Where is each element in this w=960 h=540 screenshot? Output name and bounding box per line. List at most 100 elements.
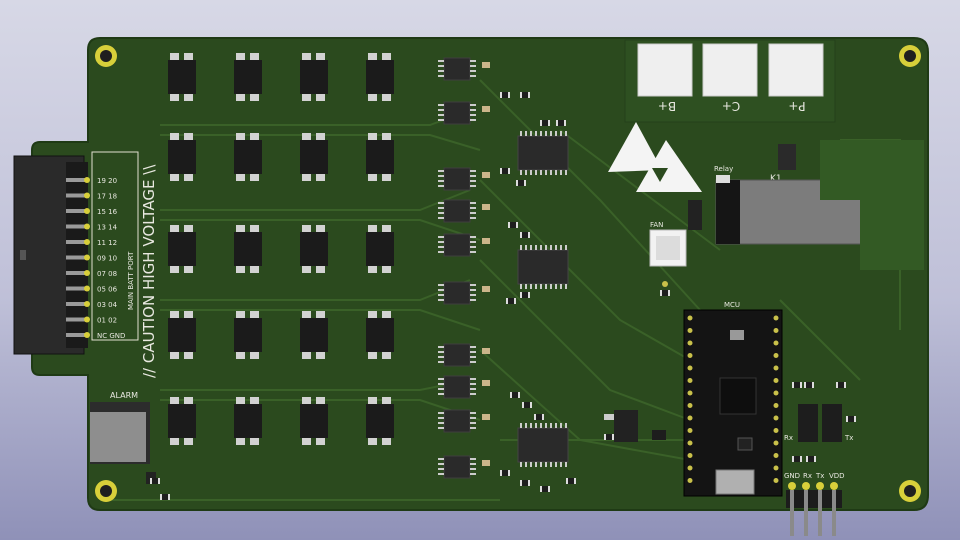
company-logo [608,122,702,192]
connector-pad [84,285,90,292]
large-ic [517,131,569,175]
main-battery-connector [13,155,88,355]
connector-pad [84,254,90,261]
optocoupler [300,53,328,101]
optocoupler [366,225,394,273]
smd-part [566,478,576,484]
optocoupler [234,53,262,101]
optocoupler [168,53,196,101]
caution-high-voltage-label: // CAUTION HIGH VOLTAGE \\ [140,164,158,378]
pad-c-plus-label: C+ [722,99,740,113]
pin-label: 13 14 [97,224,118,232]
tx-label: Tx [844,434,853,442]
connector-pad [84,301,90,307]
small-ic [438,409,490,433]
smd-part [540,486,550,492]
connector-pad [84,239,90,245]
connector-pins [66,177,90,338]
small-ic [438,343,490,367]
pin-label-frame [91,151,139,341]
smd-part [500,92,510,98]
optocoupler [234,311,262,359]
connector-pin [66,209,86,213]
connector-pad [84,270,90,276]
pin-label: 11 12 [97,239,117,247]
pin-label: NC GND [97,332,125,340]
optocoupler [366,397,394,445]
smd-part [804,382,814,388]
optocoupler [234,225,262,273]
smd-part [534,414,544,420]
header-pin-rx: Rx [803,472,812,480]
relay-ref-label: K1 [770,174,782,184]
relay-k1: K1 Relay [688,144,883,245]
smd-part [520,232,530,238]
pad-p-plus [768,43,824,97]
small-ic [438,233,490,257]
mcu-module: MCU [683,301,783,497]
smd-part [604,434,614,440]
optocoupler [300,225,328,273]
smd-part [520,480,530,486]
smd-part [150,478,160,484]
small-ic-column [438,57,490,479]
smd-part [660,290,670,296]
rx-label: Rx [784,434,793,442]
connector-pin [66,271,86,275]
connector-pad [84,177,90,183]
smd-part [510,392,520,398]
smd-part [792,382,802,388]
optocoupler [300,133,328,181]
relay-label: Relay [714,165,733,173]
connector-pad [84,208,90,214]
small-ic [438,199,490,223]
smd-part [522,402,532,408]
smd-part [506,298,516,304]
optocoupler [168,133,196,181]
smd-part [846,416,856,422]
connector-pad [84,316,90,323]
smd-part [500,470,510,476]
pin-label: 01 02 [97,317,117,325]
connector-pin [66,224,86,229]
optocoupler [168,311,196,359]
fan-label: FAN [650,221,663,229]
mcu-label: MCU [724,301,740,309]
pin-label: 05 06 [97,286,118,294]
pin-label: 15 16 [97,208,118,216]
voltage-regulator [604,410,666,442]
copper-pour-right-2 [860,200,924,270]
small-ic [438,455,490,479]
optocoupler [234,133,262,181]
uart-header: GND Rx Tx VDD [784,472,845,536]
smd-part [836,382,846,388]
optocoupler [366,53,394,101]
pin-label: 07 08 [97,270,117,278]
pad-b-plus [637,43,693,97]
optocoupler [234,397,262,445]
pad-p-plus-label: P+ [788,99,805,113]
power-pads: B+ C+ P+ [624,39,836,123]
copper-pour-right [820,140,924,200]
smd-components [150,92,856,500]
smd-part [556,120,566,126]
pin-label: 03 04 [97,301,118,309]
connector-pin [66,317,86,322]
optocoupler [168,397,196,445]
smd-part [516,180,526,186]
alarm-label: ALARM [110,391,138,400]
mounting-holes [95,45,921,502]
smd-part [500,168,510,174]
header-pin-tx: Tx [815,472,824,480]
optocoupler [300,311,328,359]
smd-part [806,456,816,462]
pin-label: 17 18 [97,193,117,201]
connector-pin [66,240,86,244]
smd-part [520,92,530,98]
optocoupler [366,133,394,181]
pad-b-plus-label: B+ [658,99,676,113]
small-ic [438,281,490,305]
connector-pad [84,223,90,230]
